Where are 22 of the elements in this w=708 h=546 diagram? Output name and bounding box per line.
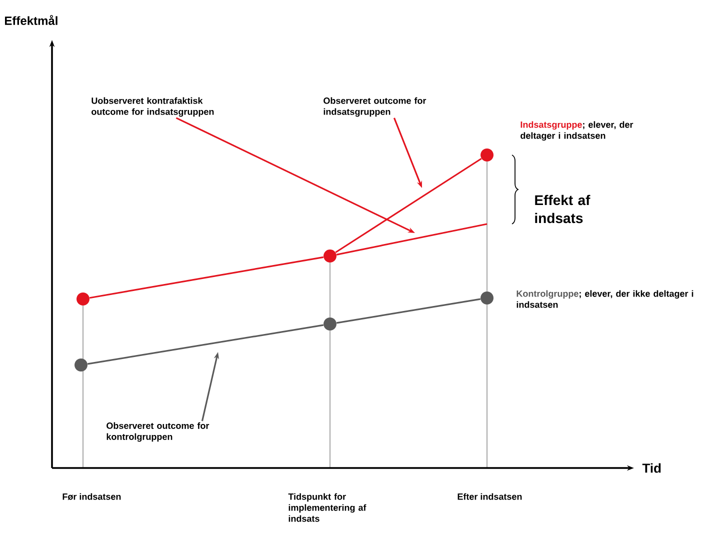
data-point <box>76 292 90 306</box>
line-segment <box>336 298 481 324</box>
tick-label: Tidspunkt for implementering af indsats <box>288 493 366 522</box>
group-label: Indsatsgruppe; elever, der deltager i indsatsen <box>520 121 634 141</box>
data-point <box>480 148 494 162</box>
line-segment <box>336 223 488 256</box>
axis-title: Effektmål <box>5 15 58 25</box>
line-segment <box>335 158 482 254</box>
axis-title: Tid <box>642 463 661 473</box>
tick-label: Før indsatsen <box>62 493 121 500</box>
data-point <box>480 292 494 304</box>
effect-label: Effekt af indsats <box>535 194 590 224</box>
annotation-text: Observeret outcome for kontrolgruppen <box>106 422 210 442</box>
data-point <box>74 358 88 372</box>
data-point <box>324 250 336 262</box>
line-segment <box>89 256 324 299</box>
annotation-text: Observeret outcome for indsatsgruppen <box>324 97 426 117</box>
group-label: Kontrolgruppe; elever, der ikke deltager i indsatsen <box>516 290 694 308</box>
tick-label: Efter indsatsen <box>458 493 522 500</box>
line-segment <box>87 324 324 365</box>
data-point <box>324 318 336 330</box>
annotation-text: Uobserveret kontrafaktisk outcome for indsatsgruppen <box>92 97 214 117</box>
